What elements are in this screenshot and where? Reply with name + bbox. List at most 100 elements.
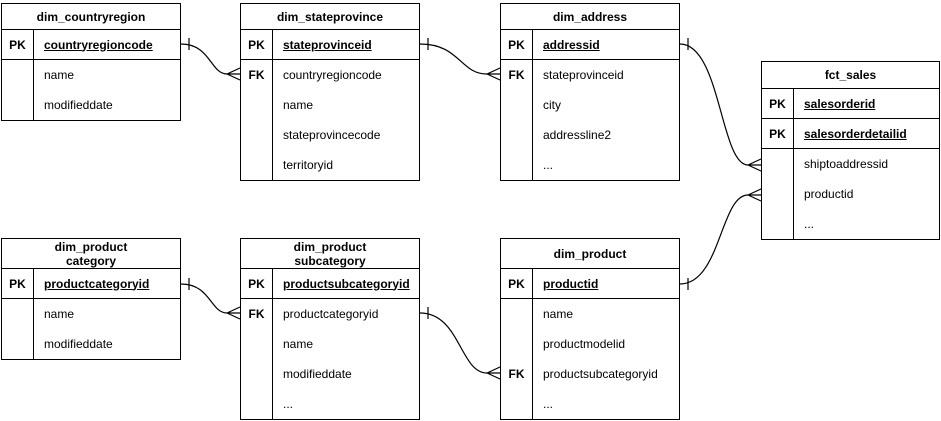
- field-name: name: [44, 307, 75, 321]
- key-cell: FK: [241, 60, 273, 90]
- key-cell: [241, 359, 273, 389]
- connector-curve: [679, 43, 749, 166]
- key-cell: [501, 90, 533, 120]
- connector-curve: [419, 312, 488, 374]
- relationship-dim_productcategory-to-dim_productsubcategory[interactable]: [180, 278, 241, 320]
- cardinality-many-crowfoot: [486, 366, 501, 380]
- entity-title: dim_product category: [2, 239, 180, 269]
- field-row-[interactable]: ...: [501, 389, 679, 419]
- field-name: productcategoryid: [283, 307, 379, 321]
- entity-title: dim_product: [501, 239, 679, 269]
- field-name: stateprovinceid: [283, 37, 372, 52]
- cardinality-many-crowfoot: [226, 306, 241, 320]
- cardinality-many-crowfoot: [747, 158, 762, 172]
- field-name: addressid: [543, 37, 600, 52]
- field-row-[interactable]: ...: [501, 150, 679, 180]
- field-name: addressline2: [543, 128, 612, 142]
- field-row-countryregioncode[interactable]: PK countryregioncode: [2, 30, 180, 60]
- relationship-dim_stateprovince-to-dim_address[interactable]: [419, 38, 501, 81]
- field-row-name[interactable]: name: [2, 60, 180, 90]
- key-cell: [762, 149, 794, 179]
- field-row-stateprovinceid[interactable]: PK stateprovinceid: [241, 30, 419, 60]
- field-row-productmodelid[interactable]: productmodelid: [501, 329, 679, 359]
- relationship-dim_productsubcategory-to-dim_product[interactable]: [419, 307, 501, 380]
- cardinality-many-crowfoot: [486, 67, 501, 81]
- field-row-name[interactable]: name: [501, 299, 679, 329]
- field-row-productcategoryid[interactable]: PK productcategoryid: [2, 269, 180, 299]
- field-name: productcategoryid: [44, 276, 150, 291]
- field-row-modifieddate[interactable]: modifieddate: [2, 90, 180, 120]
- field-name: countryregioncode: [283, 68, 382, 82]
- field-row-salesorderdetailid[interactable]: PK salesorderdetailid: [762, 119, 939, 149]
- entity-title: dim_product subcategory: [241, 239, 419, 269]
- field-name: productsubcategoryid: [543, 367, 658, 381]
- field-row-stateprovincecode[interactable]: stateprovincecode: [241, 120, 419, 150]
- field-row-name[interactable]: name: [241, 90, 419, 120]
- field-name: modifieddate: [44, 337, 113, 351]
- key-cell: PK: [2, 30, 34, 59]
- key-cell: [501, 120, 533, 150]
- field-row-city[interactable]: city: [501, 90, 679, 120]
- field-row-name[interactable]: name: [2, 299, 180, 329]
- field-row-stateprovinceid[interactable]: FK stateprovinceid: [501, 60, 679, 90]
- key-cell: PK: [241, 30, 273, 59]
- entity-title: dim_address: [501, 4, 679, 30]
- key-cell: PK: [762, 119, 794, 148]
- relationship-dim_address-to-fct_sales[interactable]: [679, 38, 762, 172]
- field-row-productsubcategoryid[interactable]: FK productsubcategoryid: [501, 359, 679, 389]
- field-name: salesorderdetailid: [804, 126, 907, 141]
- field-name: name: [283, 337, 314, 351]
- field-name: salesorderid: [804, 96, 876, 111]
- field-name: territoryid: [283, 158, 334, 172]
- field-row-[interactable]: ...: [762, 209, 939, 239]
- field-row-addressline2[interactable]: addressline2: [501, 120, 679, 150]
- field-name: countryregioncode: [44, 37, 153, 52]
- relationship-dim_countryregion-to-dim_stateprovince[interactable]: [180, 38, 241, 81]
- key-cell: FK: [501, 359, 533, 389]
- field-name: name: [543, 307, 574, 321]
- key-cell: PK: [2, 269, 34, 298]
- key-cell: [501, 389, 533, 419]
- key-cell: FK: [241, 299, 273, 329]
- field-name: ...: [283, 397, 294, 411]
- key-cell: FK: [501, 60, 533, 90]
- field-name: stateprovinceid: [543, 68, 624, 82]
- relationship-dim_product-to-fct_sales[interactable]: [679, 188, 762, 290]
- field-name: ...: [804, 217, 815, 231]
- field-name: ...: [543, 397, 554, 411]
- field-row-productcategoryid[interactable]: FK productcategoryid: [241, 299, 419, 329]
- field-row-[interactable]: ...: [241, 389, 419, 419]
- key-cell: [501, 150, 533, 180]
- field-row-productid[interactable]: productid: [762, 179, 939, 209]
- field-row-name[interactable]: name: [241, 329, 419, 359]
- field-name: productmodelid: [543, 337, 626, 351]
- cardinality-many-crowfoot: [226, 67, 241, 81]
- field-name: city: [543, 98, 561, 112]
- key-cell: [2, 60, 34, 90]
- field-name: ...: [543, 158, 554, 172]
- field-name: stateprovincecode: [283, 128, 381, 142]
- field-row-modifieddate[interactable]: modifieddate: [2, 329, 180, 359]
- key-cell: [241, 329, 273, 359]
- field-row-territoryid[interactable]: territoryid: [241, 150, 419, 180]
- field-row-modifieddate[interactable]: modifieddate: [241, 359, 419, 389]
- connector-curve: [180, 43, 228, 75]
- key-cell: [501, 329, 533, 359]
- field-row-shiptoaddressid[interactable]: shiptoaddressid: [762, 149, 939, 179]
- connector-curve: [679, 194, 749, 285]
- entity-title: dim_stateprovince: [241, 4, 419, 30]
- field-row-countryregioncode[interactable]: FK countryregioncode: [241, 60, 419, 90]
- field-name: productsubcategoryid: [283, 276, 410, 291]
